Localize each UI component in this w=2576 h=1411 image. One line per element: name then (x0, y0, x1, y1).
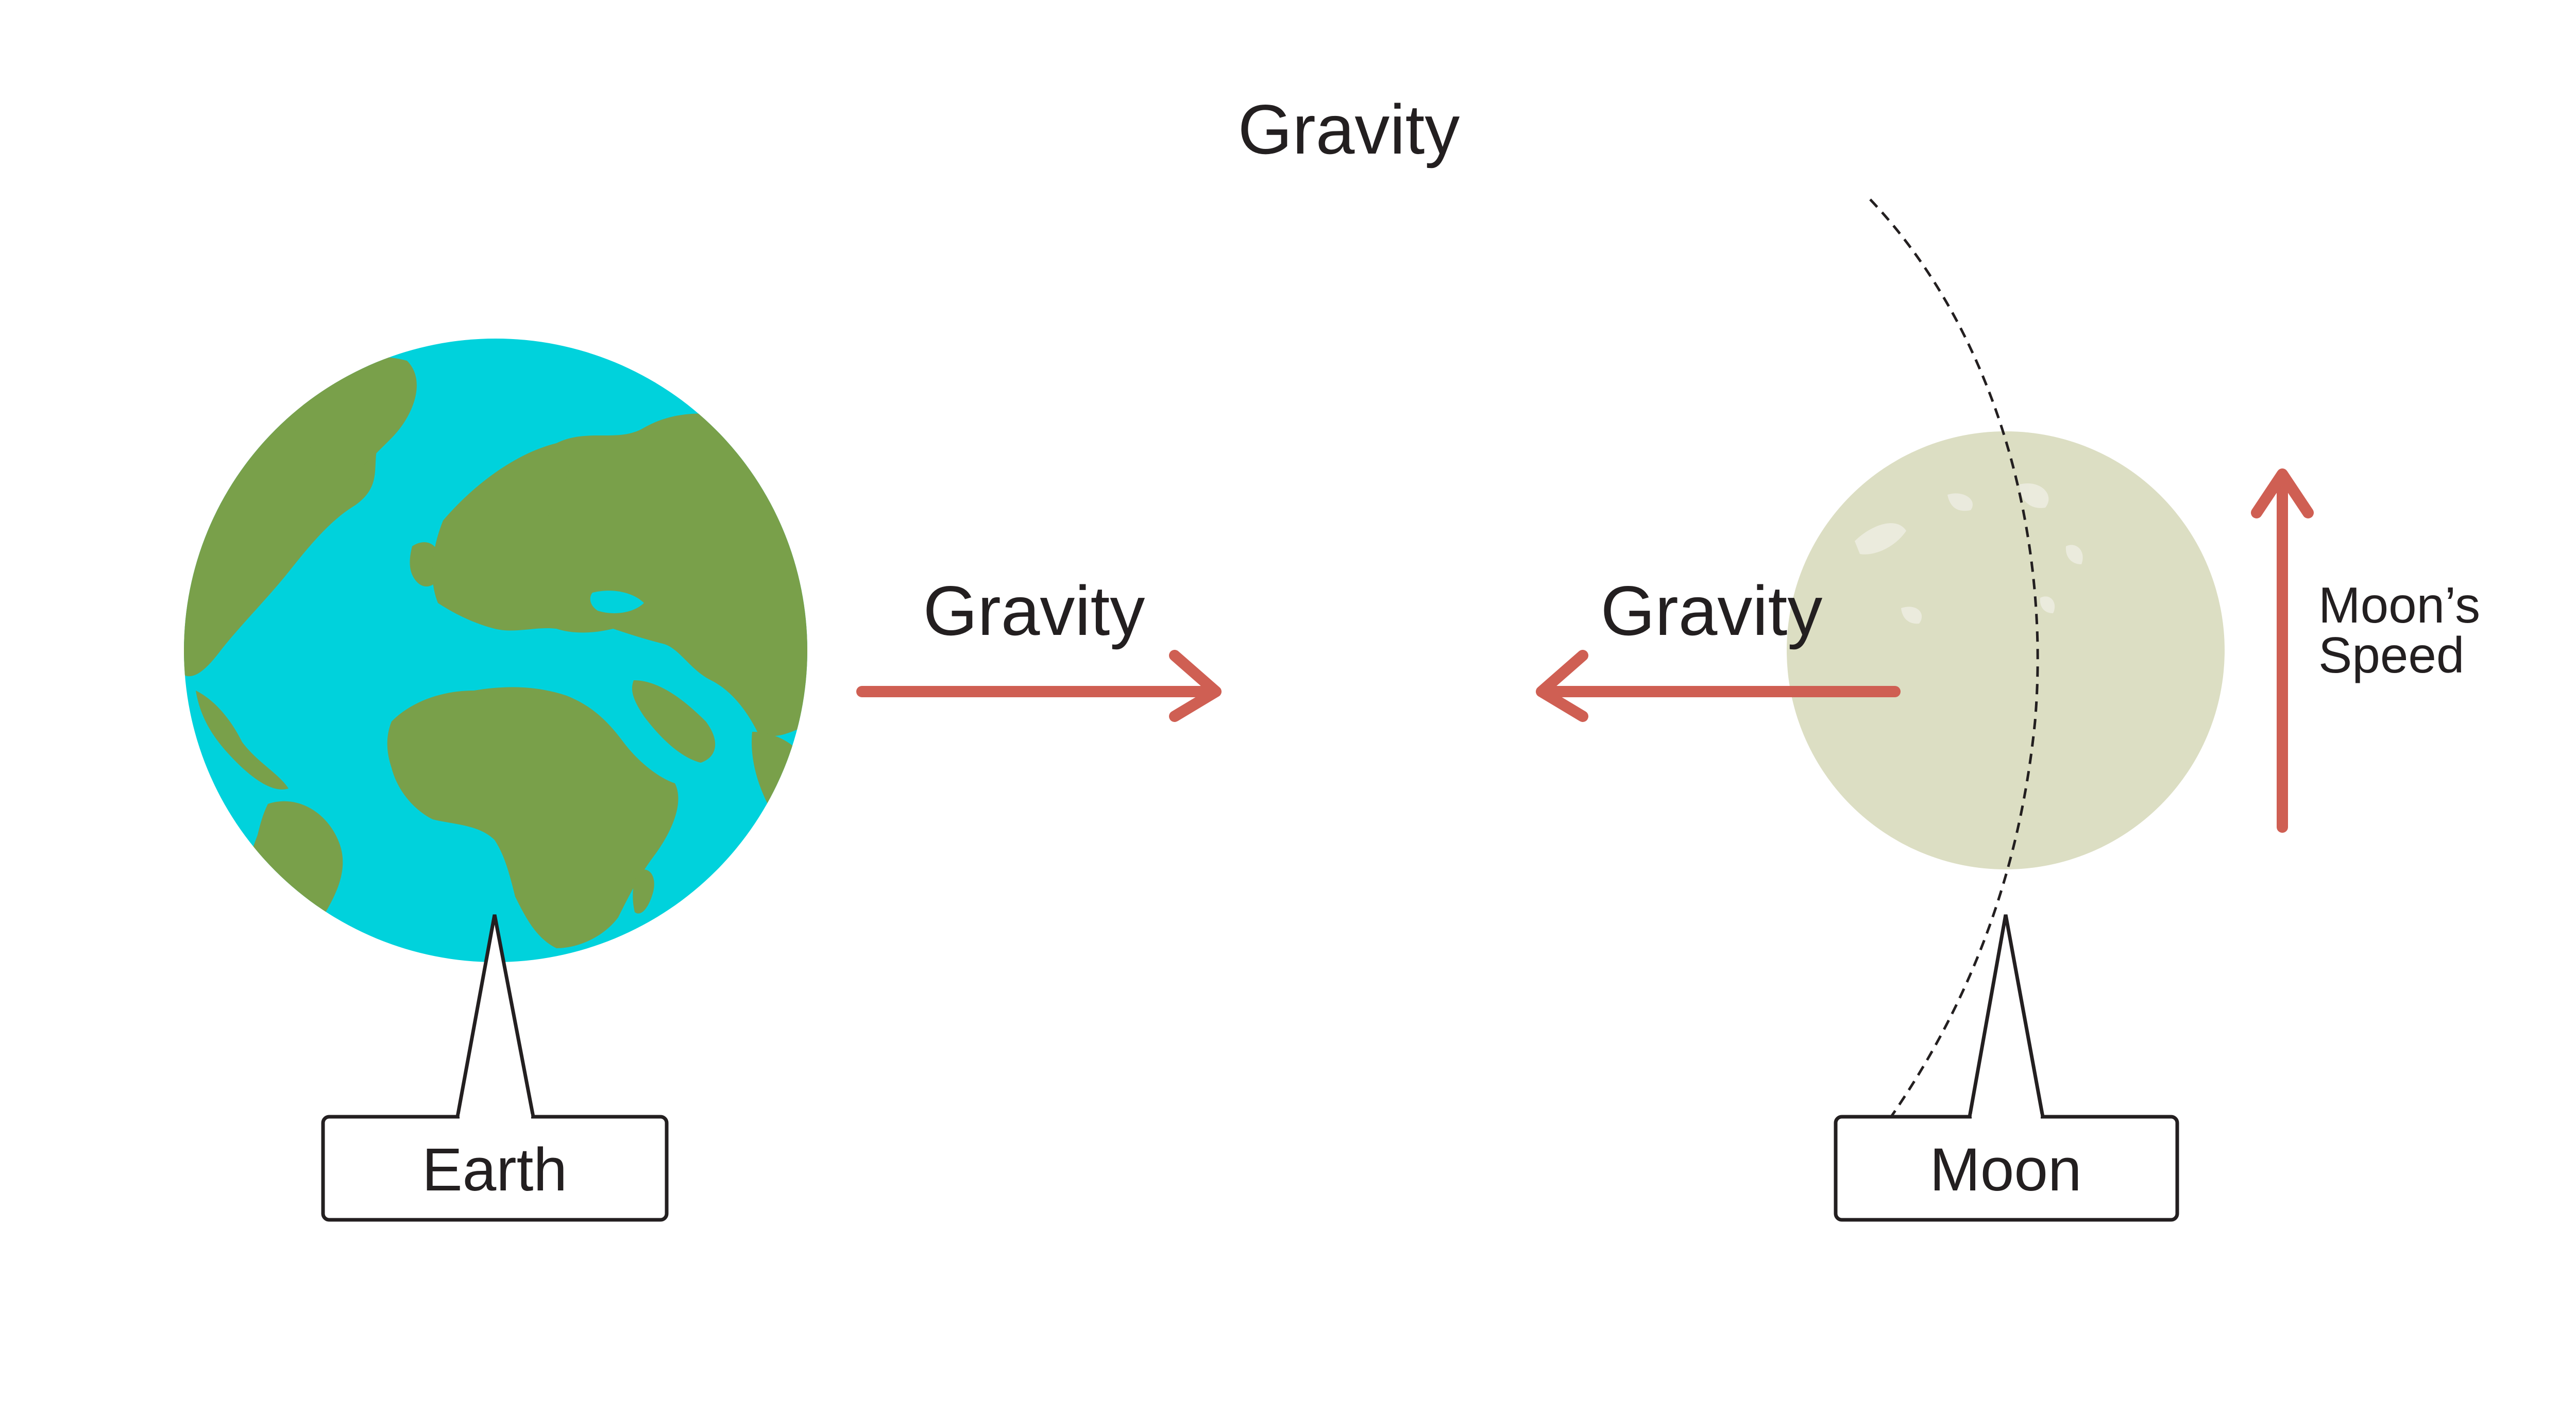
india-landmass (752, 732, 804, 804)
madagascar-landmass (633, 869, 654, 914)
central-america-landmass (196, 691, 289, 790)
moon-body (1787, 431, 2225, 869)
moon-speed-arrow (2251, 468, 2314, 833)
earth-callout-pointer (455, 914, 535, 1117)
earth-globe (184, 339, 807, 962)
moon-speed-label-line1: Moon’s (2318, 577, 2480, 633)
moon-callout: Moon (1834, 914, 2179, 1222)
britain-landmass (410, 542, 439, 587)
diagram-title: Gravity (1238, 90, 1460, 169)
africa-landmass (387, 687, 679, 948)
gravity-arrow-left (1536, 650, 1901, 722)
earth-label: Earth (422, 1136, 567, 1204)
moon-speed-label-line2: Speed (2318, 627, 2464, 683)
moon-callout-pointer (1968, 914, 2045, 1117)
earth-callout: Earth (321, 914, 669, 1222)
red-sea (613, 675, 659, 753)
arabia-landmass (632, 680, 716, 763)
moon-surface-marks (1855, 483, 2083, 624)
moon-orbit-path (1869, 198, 2039, 1117)
scandinavia-landmass (508, 447, 570, 542)
mediterranean-sea (453, 634, 618, 666)
gravity-arrow-right (856, 650, 1222, 722)
earth-inland-seas (453, 591, 659, 753)
black-sea (590, 591, 644, 613)
gravity-label-moon-side: Gravity (1601, 572, 1823, 650)
gravity-label-earth-side: Gravity (923, 572, 1145, 650)
moon-label: Moon (1929, 1136, 2081, 1204)
